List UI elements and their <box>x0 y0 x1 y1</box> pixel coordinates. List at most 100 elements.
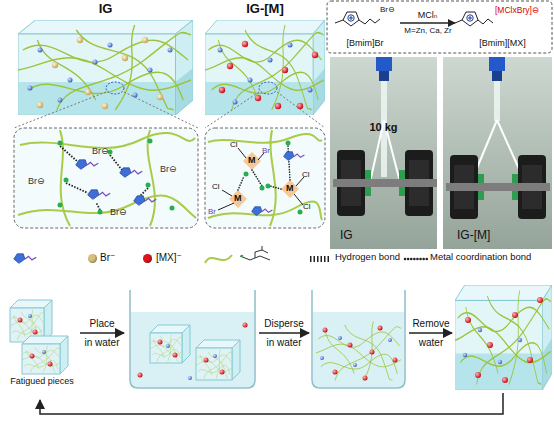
zoom-ig-part-part <box>148 139 153 144</box>
fatigued-pieces-part <box>22 346 60 373</box>
label-text: Cl <box>230 140 238 149</box>
ig-m-gel-part-part <box>233 100 238 105</box>
fatigued-pieces-part-part <box>30 354 35 359</box>
reaction-scheme-part-part <box>349 16 353 20</box>
zoom-ig-m-part <box>238 146 290 190</box>
zoom-ig-part <box>18 130 196 226</box>
beaker-place-part <box>138 323 248 378</box>
recovered-gel-part-part <box>478 328 482 332</box>
photo: IG-[M] <box>443 57 552 249</box>
ig-m-gel-part-part <box>248 78 253 83</box>
label-text: in water <box>258 337 310 349</box>
node-text: [Bmim][MX] <box>455 38 550 48</box>
beaker-disperse-part-part <box>388 338 392 342</box>
beaker-place-part-part <box>213 354 217 358</box>
reaction-scheme-part <box>327 1 552 53</box>
node-text: IG-[M] <box>205 2 325 17</box>
beaker-disperse-part <box>323 326 398 381</box>
photo: 10 kgIG <box>330 57 437 249</box>
zoom-ig-part-part <box>140 188 148 196</box>
beaker-place-part <box>150 335 182 362</box>
photo-ig-part <box>330 57 437 249</box>
zoom-ig-m-part-part <box>238 148 246 158</box>
legend-swatch <box>143 254 152 263</box>
ig-gel-part-part <box>122 55 128 61</box>
beaker-place-part <box>232 340 240 380</box>
zoom-ig-m-part-part <box>229 190 247 208</box>
reaction-arrow <box>400 22 455 23</box>
ig-gel-part-part <box>58 98 63 103</box>
recovered-gel-part-part <box>475 372 481 378</box>
ig-gel-part-part <box>37 102 43 108</box>
zoom-ig-part <box>134 196 157 206</box>
ig-m-gel-part-part <box>242 41 248 47</box>
zoom-ig-part-part <box>20 133 195 148</box>
zoom-ig-part-part <box>170 206 175 211</box>
label-text: Disperse <box>256 318 312 330</box>
beaker-place-part-part <box>173 353 178 358</box>
reaction-scheme-part <box>335 12 493 26</box>
beaker-place-part <box>150 333 182 363</box>
beaker-place-part <box>196 348 232 380</box>
photo-ig-part <box>376 57 392 71</box>
ig-gel-part-part <box>68 78 73 83</box>
beaker-disperse-part-part <box>348 343 353 348</box>
beaker-disperse-part <box>312 290 405 388</box>
beaker-place-part <box>196 350 232 379</box>
zoom-ig-part-part <box>146 183 151 188</box>
beaker-place-part-part <box>220 370 225 375</box>
ig-gel <box>14 20 198 128</box>
zoom-ig-m-part-part <box>288 146 290 180</box>
zoom-ig-part-part <box>58 203 63 208</box>
ig-m-gel-part <box>205 92 325 128</box>
ig-m-gel-part <box>218 43 313 105</box>
zoom-ig-m-part-part <box>281 180 299 198</box>
label-text: M=Zn, Ca, Zr <box>400 26 456 35</box>
legend-icons-part <box>310 256 330 262</box>
ig-gel-part-part <box>133 93 138 98</box>
label-text: Place <box>78 318 126 330</box>
reaction-scheme <box>327 1 552 53</box>
zoom-ig-m-part-part <box>238 176 244 190</box>
zoom-ig-m-part-part <box>298 210 303 215</box>
zoom-ig-m-part <box>218 148 304 210</box>
recovered-gel-part-part <box>465 317 471 323</box>
recovered-gel-part-part <box>537 297 543 303</box>
ig-m-gel-part <box>205 20 325 115</box>
ig-gel-part-part <box>85 89 91 95</box>
fatigued-pieces-part-part <box>42 350 46 354</box>
process-arrows-part <box>80 332 124 334</box>
reaction-scheme-part-part <box>478 19 493 24</box>
zoom-ig-m-part-part <box>218 203 234 210</box>
zoom-ig-m-part-part <box>208 202 322 220</box>
recovered-gel-part-part <box>512 312 518 318</box>
beaker-disperse-part-part <box>320 356 324 360</box>
label-text: Br⊖ <box>92 146 109 156</box>
node-text: IG-[M] <box>457 229 517 243</box>
ig-gel-part <box>14 92 198 128</box>
legend-icons-part-part <box>262 246 268 253</box>
zoom-ig-m-part-part <box>294 194 303 205</box>
photo-ig-m-part <box>446 183 550 191</box>
zoom-ig <box>14 128 198 228</box>
photo-ig-m-part <box>443 57 552 249</box>
gel-panel: IG-[M] <box>205 20 325 115</box>
photo-ig-m-part <box>492 71 502 81</box>
beaker-disperse-part-part <box>363 376 368 381</box>
node-text: Br⊖ <box>380 5 406 14</box>
recovered-gel-part <box>455 285 552 390</box>
recovered-gel-part-part <box>463 353 467 357</box>
photo-ig-m-part <box>472 120 524 180</box>
label-text: Br <box>262 146 270 155</box>
ig-gel-part-part <box>142 37 148 43</box>
fatigued-pieces <box>10 300 68 374</box>
ig-gel-part-part <box>38 48 43 53</box>
legend-icons-part <box>14 254 37 264</box>
zoom-ig-part-part <box>148 130 155 226</box>
label-text: Cl <box>303 202 311 211</box>
legend-text: [MX]⁻ <box>156 252 196 264</box>
label-text: Cl <box>212 182 220 191</box>
recovered-gel-part-part <box>487 342 493 348</box>
